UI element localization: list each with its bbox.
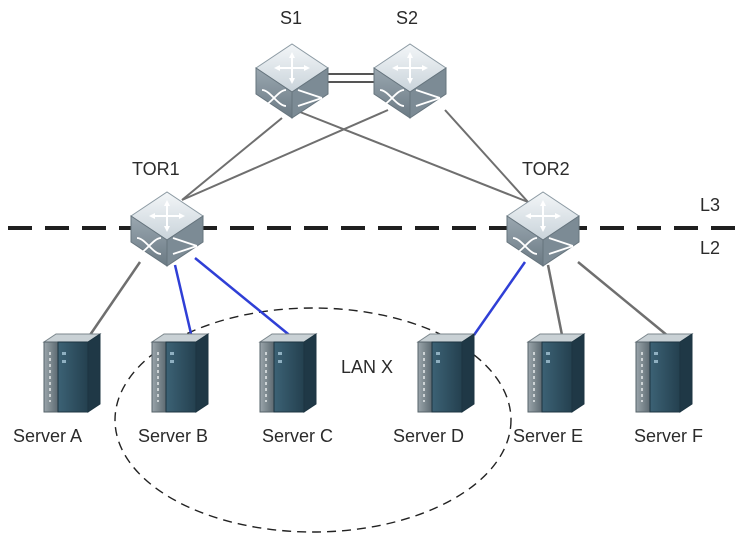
link-tor2-server-f (577, 261, 669, 337)
switch-tor2-label: TOR2 (522, 159, 570, 179)
switch-s2-label: S2 (396, 8, 418, 28)
server-e-icon (527, 333, 585, 413)
lan-x-boundary (114, 307, 512, 533)
server-f-label: Server F (634, 426, 703, 446)
switch-s1-label: S1 (280, 8, 302, 28)
server-c-icon (259, 333, 317, 413)
server-a-label: Server A (13, 426, 82, 446)
switch-s2-icon (373, 43, 447, 119)
layer-l2-label: L2 (700, 238, 720, 258)
server-f-icon (635, 333, 693, 413)
server-b-label: Server B (138, 426, 208, 446)
switch-tor1-label: TOR1 (132, 159, 180, 179)
link-tor2-server-d (472, 261, 527, 336)
link-tor1-server-c (194, 257, 294, 339)
link-s2-tor1 (181, 109, 389, 201)
link-s2-tor2 (444, 109, 529, 203)
switch-tor2-icon (506, 191, 580, 267)
layer-l3-label: L3 (700, 195, 720, 215)
link-s1-tor2 (299, 111, 529, 203)
server-e-label: Server E (513, 426, 583, 446)
link-s1-tor1 (181, 117, 283, 201)
switch-s1-icon (255, 43, 329, 119)
link-tor2-server-e (546, 264, 564, 336)
server-d-label: Server D (393, 426, 464, 446)
lan-x-label: LAN X (341, 357, 393, 377)
server-b-icon (151, 333, 209, 413)
server-a-icon (43, 333, 101, 413)
server-d-icon (417, 333, 475, 413)
switch-tor1-icon (130, 191, 204, 267)
link-tor1-server-b (173, 264, 194, 339)
link-tor1-server-a (88, 261, 142, 336)
server-c-label: Server C (262, 426, 333, 446)
